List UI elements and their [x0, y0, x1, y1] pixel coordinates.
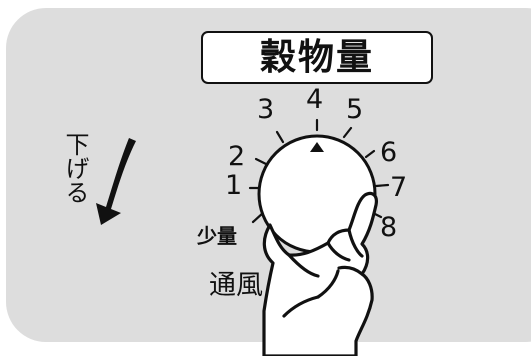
grain-amount-label: 穀物量: [201, 31, 433, 84]
ventilation-label: 通風: [209, 270, 263, 301]
triangle-pointer-icon: [310, 142, 324, 152]
scale-3: 3: [257, 94, 275, 125]
lower-instruction: 下げる: [61, 132, 89, 204]
scale-2: 2: [228, 141, 246, 172]
scale-6: 6: [380, 137, 398, 168]
scale-5: 5: [346, 94, 364, 125]
scale-8: 8: [380, 212, 398, 243]
scale-4: 4: [306, 84, 324, 115]
scale-7: 7: [390, 172, 408, 203]
down-arrow-icon: [96, 138, 136, 225]
low-amount-label: 少量: [197, 224, 237, 248]
scale-1: 1: [225, 170, 243, 201]
hand-icon: [262, 191, 378, 356]
